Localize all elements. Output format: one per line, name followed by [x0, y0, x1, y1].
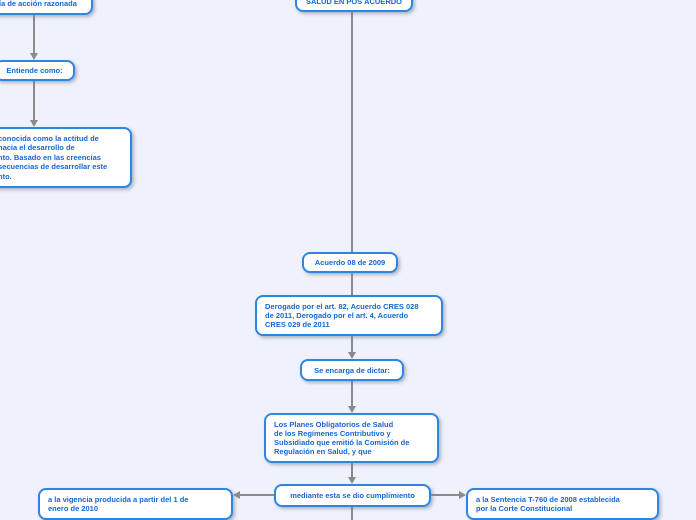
connector-cumplimiento-below	[351, 507, 353, 520]
node-actitud-descripcion[interactable]: conocida como la actitud de hacia el des…	[0, 127, 132, 189]
connector-acuerdo-derogado	[351, 273, 353, 295]
node-planes-obligatorios[interactable]: Los Planes Obligatorios de Salud de los …	[264, 413, 439, 463]
connector-derogado-dicta	[351, 335, 353, 352]
arrowhead-left	[233, 491, 240, 499]
node-theory-accion-razonada[interactable]: ría de acción razonada	[0, 0, 93, 15]
connector-planes-cumplimiento	[351, 459, 353, 477]
connector-dicta-planes	[351, 381, 353, 406]
arrowhead-down	[348, 406, 356, 413]
arrowhead-right	[459, 491, 466, 499]
node-se-encarga-de-dictar[interactable]: Se encarga de dictar:	[300, 359, 404, 381]
connector-theory-entiende	[33, 15, 35, 53]
arrowhead-down	[30, 53, 38, 60]
connector-entiende-attitude	[33, 81, 35, 120]
connector-title-acuerdo	[351, 12, 353, 252]
node-mediante-cumplimiento[interactable]: mediante esta se dio cumplimiento	[274, 484, 431, 507]
node-acuerdo-08-2009[interactable]: Acuerdo 08 de 2009	[302, 252, 398, 273]
node-entiende-como[interactable]: Entiende como:	[0, 60, 75, 81]
node-vigencia-2010[interactable]: a la vigencia producida a partir del 1 d…	[38, 488, 233, 520]
arrowhead-down	[30, 120, 38, 127]
node-derogado-cres[interactable]: Derogado por el art. 82, Acuerdo CRES 02…	[255, 295, 443, 336]
arrowhead-down	[348, 477, 356, 484]
arrowhead-down	[348, 352, 356, 359]
node-salud-en-pos-acuerdo[interactable]: SALUD EN POS ACUERDO	[295, 0, 413, 12]
connector-cumplimiento-sentencia	[431, 494, 459, 496]
node-sentencia-t760[interactable]: a la Sentencia T-760 de 2008 establecida…	[466, 488, 659, 520]
connector-cumplimiento-vigencia	[240, 494, 274, 496]
